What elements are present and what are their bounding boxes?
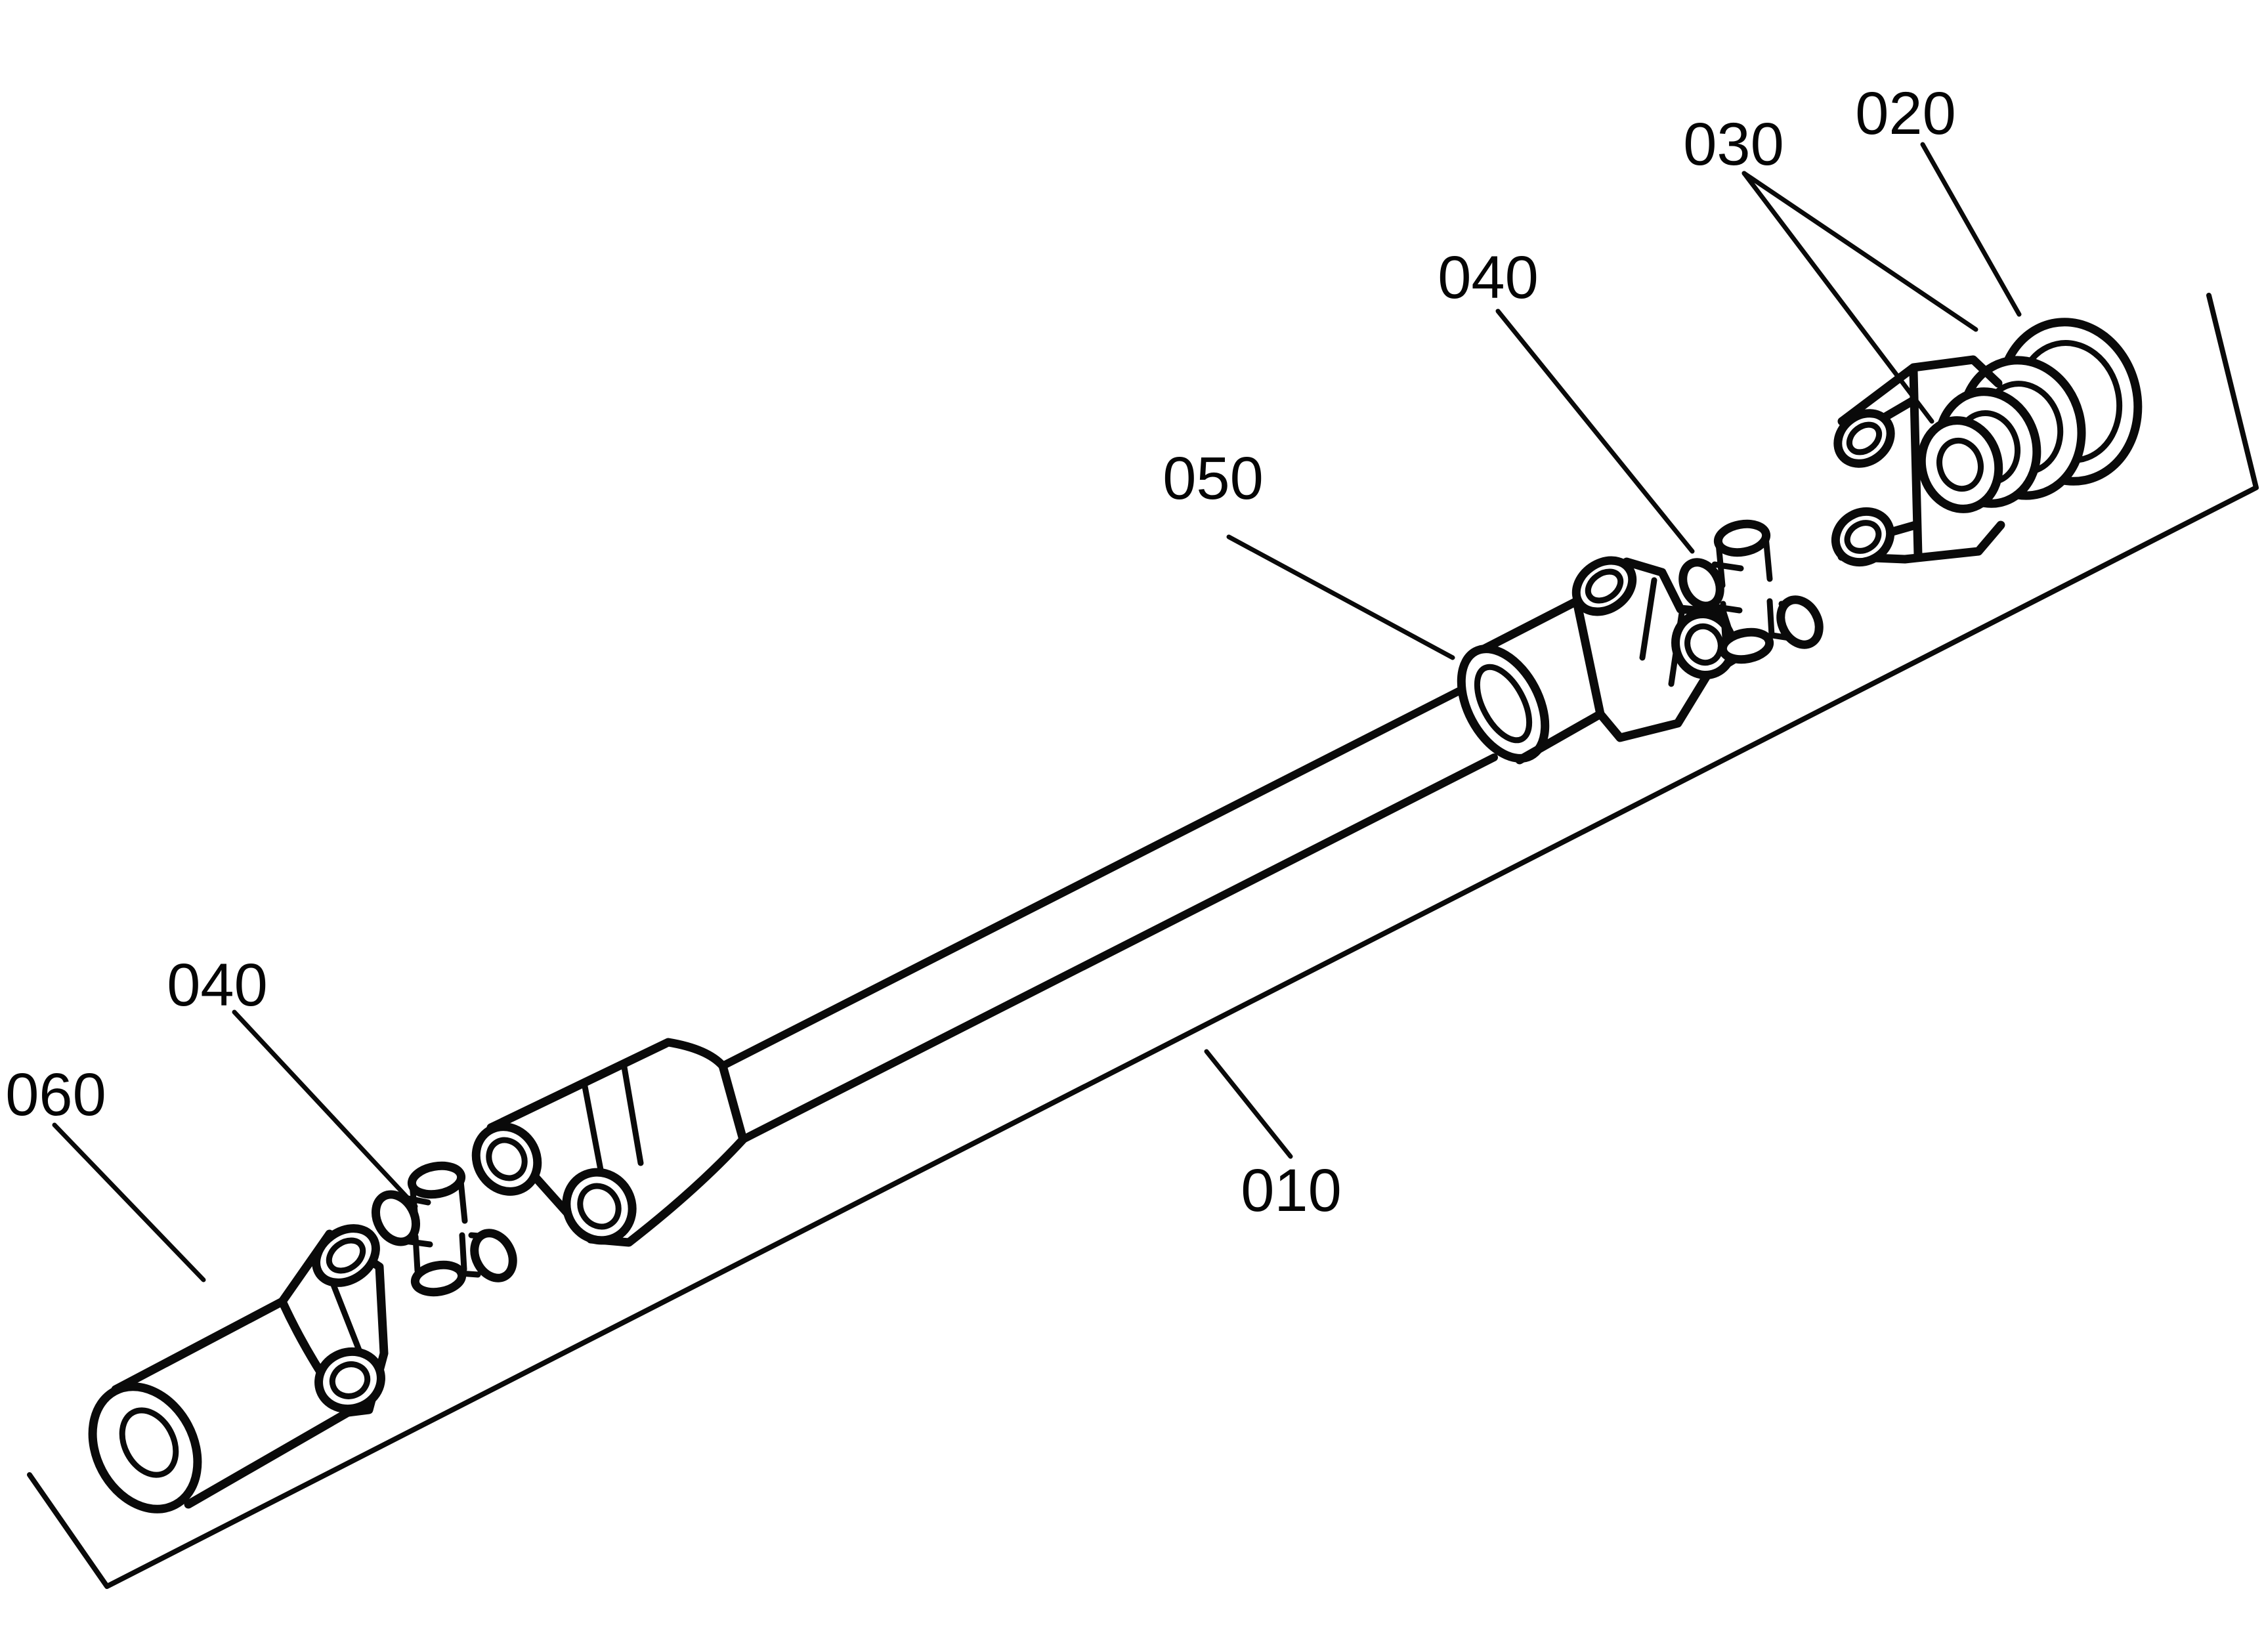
spider-upper-trunnion-bottom <box>1718 627 1774 664</box>
leader-030-b <box>1741 171 1978 332</box>
spider-lower-trunnion-top <box>407 1161 466 1199</box>
leader-030-a <box>1741 171 1934 424</box>
collar-050 <box>1457 597 1605 765</box>
flange-yoke-body <box>1837 355 2005 564</box>
shaft-010 <box>719 679 1498 1143</box>
flange-yoke-lower-ear-bore <box>1844 520 1882 554</box>
label-060: 060 <box>5 1061 106 1128</box>
shaft-end-yoke-left <box>471 1038 748 1247</box>
label-020: 020 <box>1855 80 1956 147</box>
leader-060 <box>52 1122 206 1282</box>
yoke-left-body <box>486 1038 748 1247</box>
tube-end-face <box>88 1382 202 1514</box>
tube-body-edges <box>111 1297 352 1509</box>
part-number-labels: 010 020 030 040 040 050 060 <box>5 80 1956 1224</box>
yoke-left-upper-ear-bore <box>486 1137 528 1181</box>
shaft-end-yoke-right <box>1571 556 1741 742</box>
yoke-right-lower-ear-bore <box>1684 623 1724 666</box>
spider-upper-trunnion-right <box>1776 595 1824 649</box>
tube-end-bore <box>119 1407 179 1478</box>
bearing-ring-030-c <box>1917 416 2003 513</box>
end-yoke-lower-ear-bore <box>329 1361 371 1399</box>
cross-journal-lower-040 <box>372 1161 517 1297</box>
yoke-right-upper-ear-bore <box>1585 568 1624 604</box>
label-010: 010 <box>1241 1157 1342 1224</box>
yoke-left-lower-ear-bore <box>577 1183 622 1230</box>
leader-020 <box>1920 142 2022 317</box>
end-yoke-lower-ear-hole <box>314 1347 385 1414</box>
end-yoke-upper-ear-bore <box>326 1237 366 1274</box>
flange-yoke-top-right <box>1831 355 2005 567</box>
spider-upper-trunnion-left <box>1678 558 1724 610</box>
label-050: 050 <box>1163 445 1264 512</box>
leader-040-lower <box>232 1009 418 1209</box>
leader-050 <box>1226 534 1455 660</box>
shaft-top-edge <box>719 679 1480 1070</box>
spider-upper-trunnion-top <box>1713 519 1771 557</box>
spider-lower-trunnion-bottom <box>410 1260 467 1297</box>
yoke-left-channel-lines <box>581 1060 644 1183</box>
spider-lower-trunnion-left <box>372 1190 420 1246</box>
flange-yoke-upper-ear-bore <box>1846 421 1883 455</box>
collar-face-inner-rim <box>1474 664 1533 744</box>
label-040-upper: 040 <box>1438 244 1539 311</box>
bearing-ring-030-c-face <box>1936 437 1984 492</box>
label-040-lower: 040 <box>167 952 268 1019</box>
collar-body <box>1480 597 1605 765</box>
leader-040-upper <box>1495 308 1695 554</box>
spider-lower-trunnion-right <box>470 1229 517 1282</box>
label-030: 030 <box>1683 111 1784 178</box>
ground-frame-border <box>27 293 2259 1589</box>
coupling-ring-stack <box>1917 318 2143 513</box>
shaft-bottom-edge <box>739 753 1498 1143</box>
end-yoke-060 <box>88 1224 389 1514</box>
collar-face <box>1457 645 1550 763</box>
leader-lines <box>52 142 2022 1282</box>
cross-journal-upper-040 <box>1678 519 1824 664</box>
leader-010 <box>1204 1049 1293 1159</box>
